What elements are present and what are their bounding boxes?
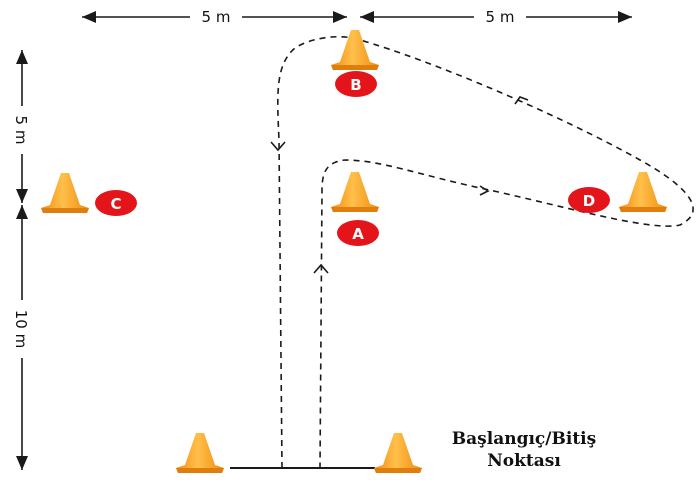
arrow-left-icon	[514, 96, 529, 105]
cone-icon-c	[41, 173, 89, 213]
start-label-line2: Noktası	[487, 451, 561, 471]
arrow-right-icon	[479, 185, 490, 196]
cone-icon-start-right	[374, 433, 422, 473]
badge-d: D	[568, 187, 610, 213]
dimension-top-right: 5 m	[360, 5, 632, 27]
badge-b: B	[335, 71, 377, 97]
cone-icon-b	[331, 30, 379, 70]
badge-label-b: B	[350, 76, 361, 94]
dimension-label-top-right: 5 m	[486, 8, 515, 26]
cone-icon-d	[619, 172, 667, 212]
cone-icon-a	[331, 172, 379, 212]
badge-c: C	[95, 190, 137, 216]
badge-label-d: D	[583, 192, 595, 210]
cone-icon-start-left	[176, 433, 224, 473]
badge-label-c: C	[110, 195, 121, 213]
badge-a: A	[337, 220, 379, 246]
running-path	[277, 35, 694, 469]
start-label-line1: Başlangıç/Bitiş	[452, 429, 596, 449]
start-finish-label: Başlangıç/Bitiş Noktası	[452, 429, 596, 471]
dimension-label-left-lower: 10 m	[12, 310, 30, 348]
dimension-label-left-upper: 5 m	[12, 116, 30, 145]
dimension-left-upper: 5 m	[10, 50, 34, 203]
path-direction-arrows	[270, 96, 529, 274]
dimension-left-lower: 10 m	[10, 205, 34, 470]
arrow-down-icon	[270, 141, 286, 152]
dimension-label-top-left: 5 m	[202, 8, 231, 26]
arrow-up-icon	[313, 263, 329, 274]
badge-label-a: A	[352, 225, 364, 243]
dimension-top-left: 5 m	[82, 5, 347, 27]
